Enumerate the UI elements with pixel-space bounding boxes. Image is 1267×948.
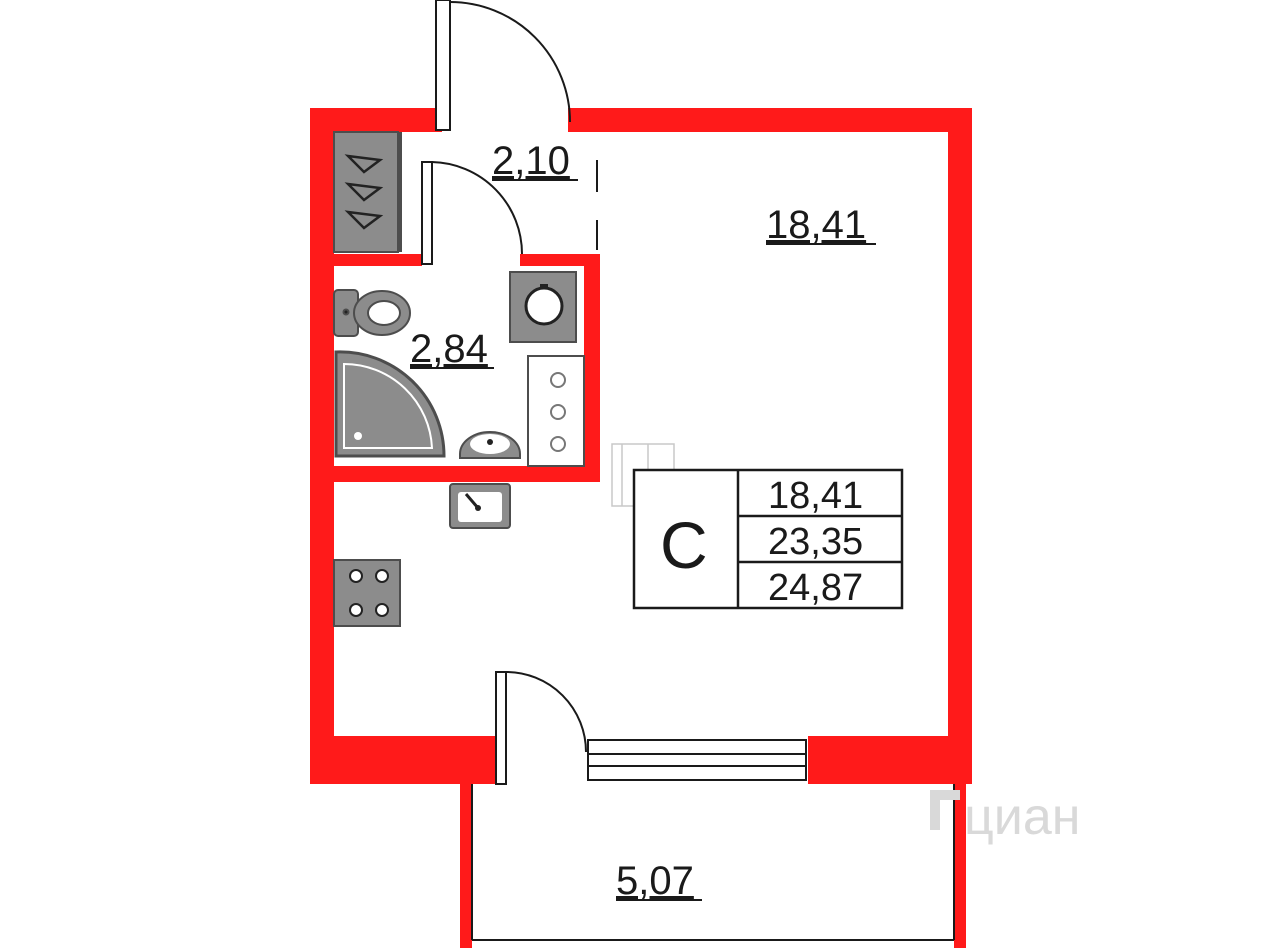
balcony-area-label: 5,07 (616, 859, 694, 903)
balcony-window (587, 739, 807, 781)
stove-icon (333, 559, 401, 627)
total-with-balcony-value: 24,87 (768, 567, 863, 609)
wall-bath-top (334, 254, 422, 266)
balcony-outline (471, 784, 955, 941)
wall-bottom-right (808, 736, 972, 784)
bathroom-area-label: 2,84 (410, 327, 488, 371)
summary-table: С 18,41 23,35 24,87 (632, 468, 904, 610)
bathroom-sink-icon (459, 431, 521, 459)
wall-top-right (568, 108, 972, 132)
hall-area-label: 2,10 (492, 139, 570, 183)
bathroom-door (421, 161, 523, 265)
hanger-icon (344, 154, 384, 230)
wall-bottom-left (310, 736, 498, 784)
wardrobe (333, 131, 402, 253)
walls (310, 108, 972, 948)
wall-bath-right (584, 254, 600, 482)
total-area-value: 23,35 (768, 521, 863, 563)
towel-rail-icon (527, 355, 585, 467)
watermark-text: циан (964, 788, 1080, 846)
washing-machine-icon (509, 271, 577, 343)
room-area-label: 18,41 (766, 203, 866, 247)
apartment-type-letter: С (660, 508, 708, 582)
kitchen-sink-icon (449, 483, 511, 529)
cian-watermark: циан (930, 788, 1080, 846)
wall-balcony-left (460, 784, 472, 948)
wall-bath-top-right (520, 254, 600, 266)
entrance-door (435, 0, 571, 131)
wall-left (310, 108, 334, 784)
toilet-icon (333, 289, 411, 337)
wall-balcony-right (954, 784, 966, 948)
shower-icon (334, 350, 446, 458)
wall-right (948, 108, 972, 784)
living-area-value: 18,41 (768, 475, 863, 517)
balcony-door (495, 671, 587, 785)
wall-bath-bottom (334, 466, 600, 482)
cian-logo-icon (930, 790, 960, 830)
